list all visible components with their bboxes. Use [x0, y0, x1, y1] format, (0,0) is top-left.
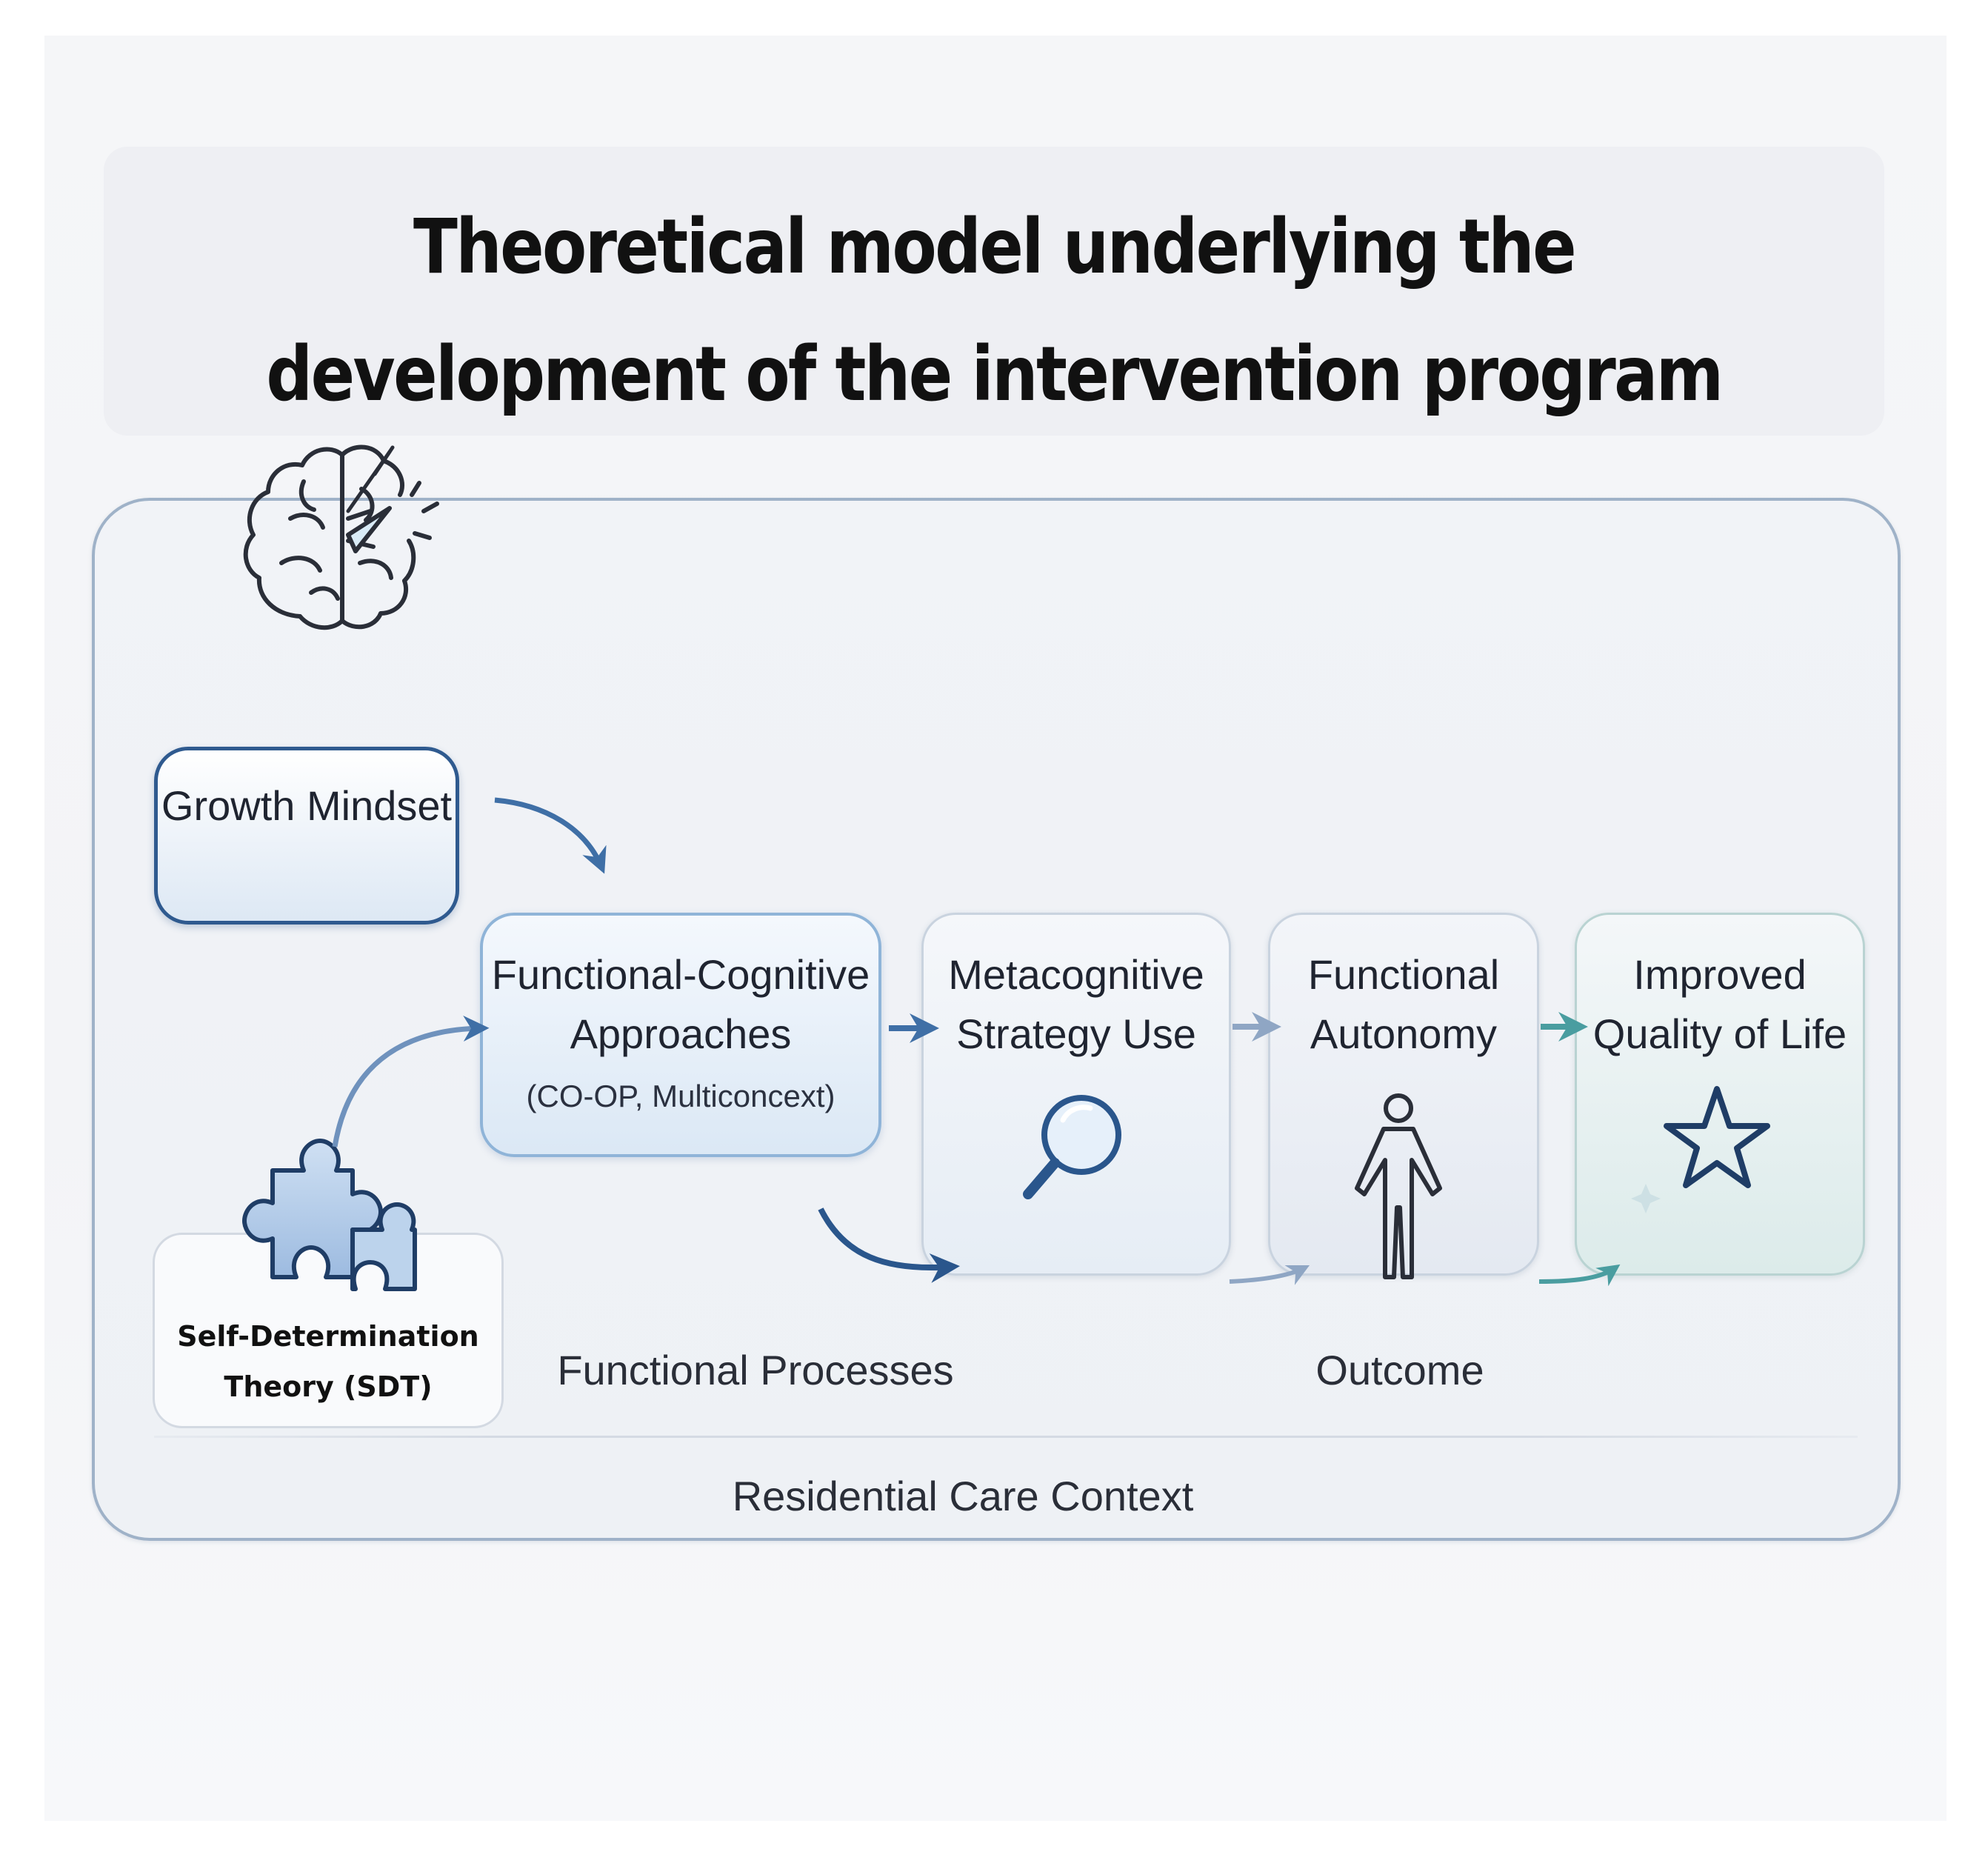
puzzle-icon [242, 1139, 417, 1291]
brain-icon [243, 444, 439, 630]
growth-mindset-label: Growth Mindset [161, 782, 453, 829]
metacognitive-box [921, 913, 1231, 1276]
arrow-msu-to-fa-lower [1229, 1265, 1310, 1285]
title-band [104, 147, 1884, 436]
quality-of-life-label: Improved Quality of Life [1592, 951, 1847, 1057]
arrow-growth-to-fca [494, 797, 607, 874]
page-title: Theoretical model underlying the develop… [266, 203, 1724, 419]
outcome-label: Outcome [1315, 1347, 1484, 1393]
functional-autonomy-box [1268, 913, 1539, 1276]
functional-autonomy-label: Functional Autonomy [1307, 951, 1500, 1057]
functional-cognitive-sublabel: (CO-OP, Multiconcext) [526, 1079, 835, 1113]
arrow-sdt-to-fca [332, 1015, 490, 1147]
functional-cognitive-box [480, 913, 881, 1157]
sdt-label: Self-Determination Theory (SDT) [177, 1320, 479, 1403]
metacognitive-label: Metacognitive Strategy Use [948, 951, 1204, 1057]
functional-processes-label: Functional Processes [557, 1347, 954, 1393]
arrow-fa-to-iql-lower [1538, 1264, 1621, 1287]
functional-cognitive-label: Functional-Cognitive Approaches [491, 951, 870, 1057]
growth-mindset-box [154, 747, 459, 924]
magnifier-icon [1023, 1095, 1121, 1199]
residential-care-context-label: Residential Care Context [732, 1473, 1194, 1519]
star-icon [1631, 1086, 1770, 1213]
person-icon [1355, 1093, 1442, 1279]
arrow-fca-to-msu-lower [818, 1207, 960, 1283]
context-divider [154, 1436, 1858, 1438]
